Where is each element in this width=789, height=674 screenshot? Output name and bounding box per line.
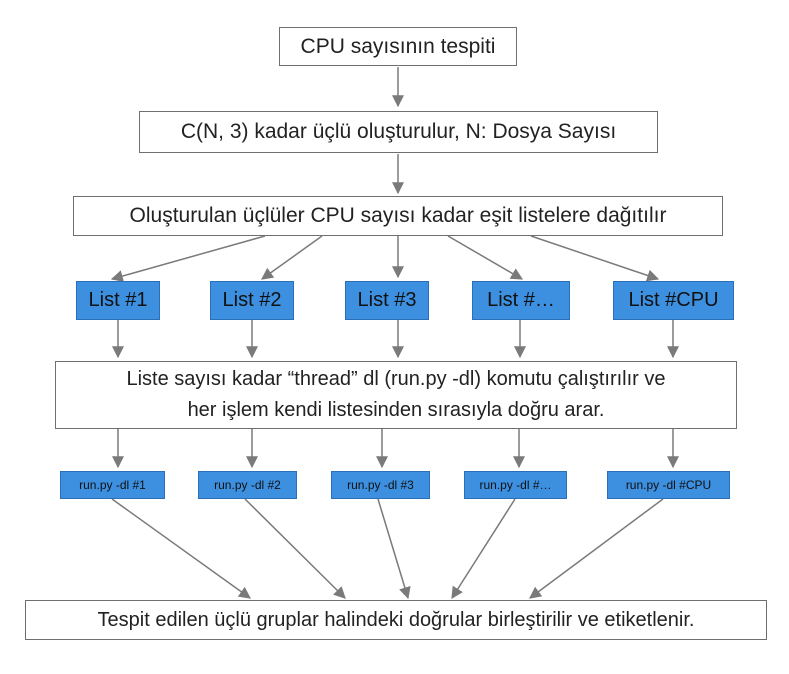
step-run-line-2: her işlem kendi listesinden sırasıyla do…	[187, 399, 605, 421]
step-run-line-1: Liste sayısı kadar “thread” dl (run.py -…	[126, 368, 666, 390]
arrow-cmd-3-to-merge	[377, 498, 411, 600]
arrow-cmd-1-to-merge	[111, 498, 251, 599]
arrow-cmd-2-to-merge	[244, 498, 346, 599]
arrow-cmd-cpu-to-merge	[529, 498, 664, 599]
command-box-1: run.py -dl #1	[60, 471, 165, 499]
arrow-distribute-to-list-n	[447, 235, 524, 280]
step-run-threads: Liste sayısı kadar “thread” dl (run.py -…	[55, 361, 737, 429]
step-distribute: Oluşturulan üçlüler CPU sayısı kadar eşi…	[73, 196, 723, 236]
command-box-3: run.py -dl #3	[331, 471, 430, 499]
list-box-2: List #2	[210, 281, 294, 320]
arrow-distribute-to-list-2	[261, 235, 323, 280]
command-box-n: run.py -dl #…	[464, 471, 567, 499]
step-cpu-count: CPU sayısının tespiti	[279, 27, 517, 66]
command-box-2: run.py -dl #2	[198, 471, 297, 499]
arrow-cmd-n-to-merge	[451, 498, 516, 600]
list-box-3: List #3	[345, 281, 429, 320]
step-merge-label: Tespit edilen üçlü gruplar halindeki doğ…	[25, 600, 767, 640]
command-box-cpu: run.py -dl #CPU	[607, 471, 730, 499]
list-box-1: List #1	[76, 281, 160, 320]
list-box-cpu: List #CPU	[613, 281, 734, 320]
step-combinations: C(N, 3) kadar üçlü oluşturulur, N: Dosya…	[139, 111, 658, 153]
list-box-n: List #…	[472, 281, 570, 320]
arrow-distribute-to-list-1	[110, 235, 266, 282]
arrow-distribute-to-list-cpu	[530, 235, 660, 282]
